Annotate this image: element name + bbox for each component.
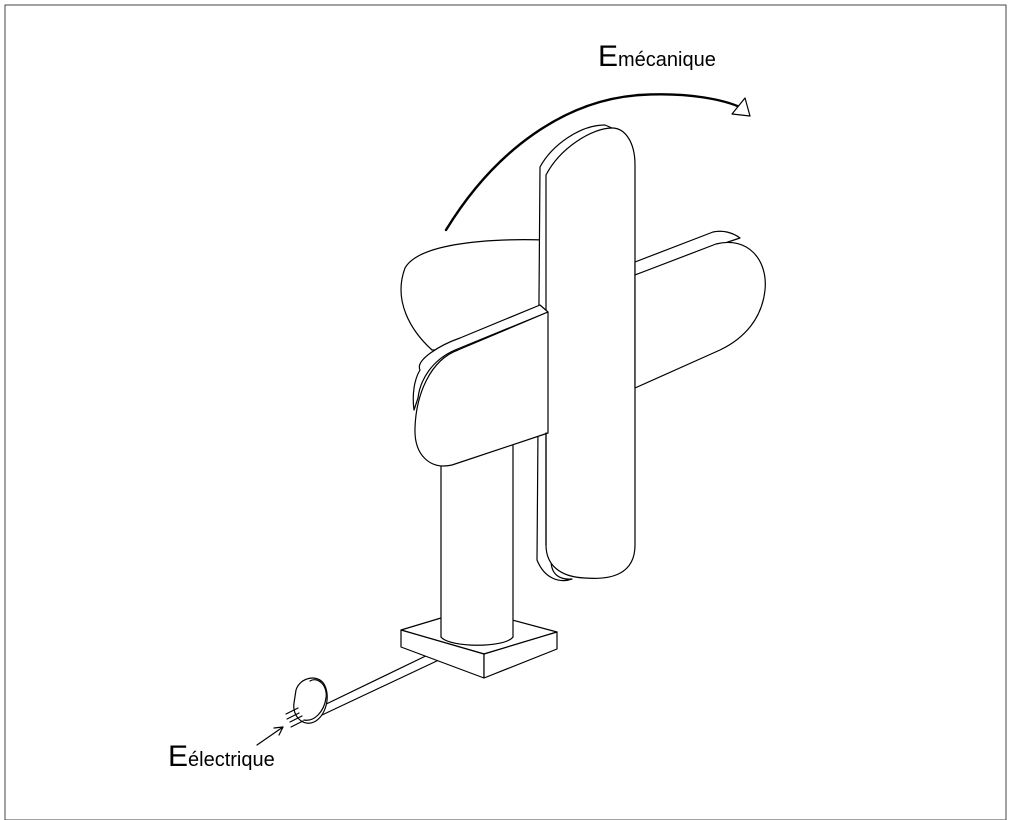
cross-horizontal-front: [414, 311, 549, 467]
cross-vertical-front: [545, 127, 636, 579]
input-arrow: [256, 726, 284, 746]
cross-horizontal-side: [412, 304, 549, 411]
power-cord: [317, 649, 443, 716]
plug: [285, 677, 328, 728]
rotation-arrow: [444, 93, 751, 232]
electrical-energy-subscript: électrique: [188, 749, 275, 771]
mechanical-energy-subscript: mécanique: [618, 49, 716, 71]
electrical-energy-letter: E: [168, 740, 189, 773]
mechanical-energy-letter: E: [598, 40, 619, 73]
figure-border: [4, 4, 1007, 820]
cross-right-arm-front: [634, 241, 766, 389]
back-blade: [400, 239, 546, 351]
electrical-energy-label: Eélectrique: [168, 742, 275, 772]
mechanical-energy-label: Emécanique: [598, 42, 716, 72]
